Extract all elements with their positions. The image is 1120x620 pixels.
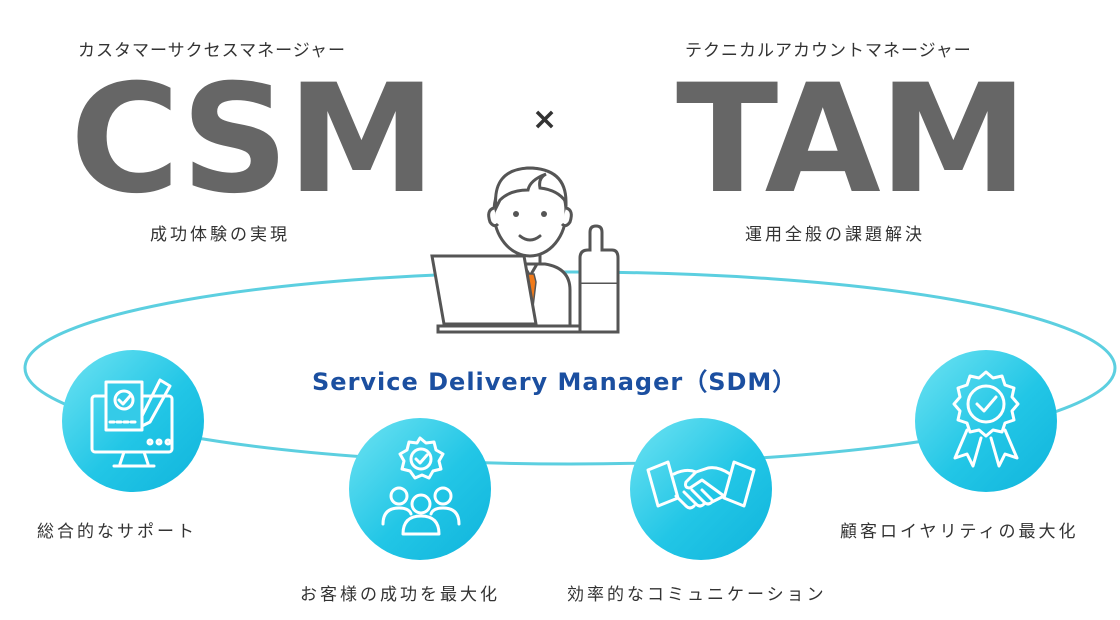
- tam-heading: TAM: [676, 53, 1028, 227]
- feature-label-loyalty: 顧客ロイヤリティの最大化: [840, 522, 1079, 542]
- feature-circle-communication: [630, 418, 772, 560]
- feature-label-success: お客様の成功を最大化: [300, 585, 500, 605]
- feature-circle-success: [349, 418, 491, 560]
- award-ribbon-icon: [952, 370, 1020, 468]
- person-laptop-icon: [430, 166, 620, 334]
- handshake-icon: [646, 460, 756, 510]
- feature-label-support: 総合的なサポート: [37, 522, 197, 542]
- feature-circle-support: [62, 350, 204, 492]
- csm-heading: CSM: [70, 53, 436, 227]
- team-badge-icon: [381, 436, 461, 536]
- csm-caption: 成功体験の実現: [150, 225, 290, 245]
- document-monitor-pen-icon: [90, 378, 174, 468]
- tam-subtitle: テクニカルアカウントマネージャー: [685, 41, 972, 61]
- cross-mark: ×: [532, 102, 558, 137]
- feature-label-communication: 効率的なコミュニケーション: [567, 585, 827, 605]
- sdm-title: Service Delivery Manager（SDM）: [312, 368, 798, 396]
- tam-caption: 運用全般の課題解決: [745, 225, 925, 245]
- feature-circle-loyalty: [915, 350, 1057, 492]
- csm-subtitle: カスタマーサクセスマネージャー: [78, 41, 346, 61]
